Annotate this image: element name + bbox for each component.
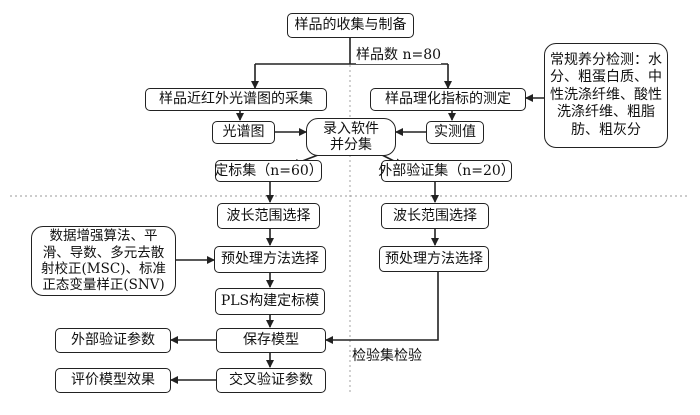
node-preprocess-right: 预处理方法选择 (379, 246, 489, 272)
node-spectra: 光谱图 (212, 121, 275, 144)
arrow-test-to-save (325, 272, 439, 344)
node-eval-model: 评价模型效果 (55, 368, 171, 393)
node-nir-acquisition: 样品近红外光谱图的采集 (145, 88, 327, 111)
node-calibration-set: 定标集（n=60） (214, 160, 323, 182)
node-augmentation: 数据增强算法、平滑、导数、多元去散射校正(MSC)、标准正态变量样正(SNV) (31, 226, 176, 296)
label-test-set-check: 检验集检验 (352, 345, 422, 365)
node-wavelength-right: 波长范围选择 (381, 203, 489, 229)
node-preprocess-left: 预处理方法选择 (214, 246, 326, 273)
node-save-model: 保存模型 (216, 328, 326, 353)
node-validation-set: 外部验证集（n=20） (378, 160, 515, 182)
node-import-software: 录入软件并分集 (306, 118, 396, 156)
node-property-measure: 样品理化指标的测定 (370, 88, 526, 111)
node-sample-collection: 样品的收集与制备 (287, 13, 414, 38)
node-wavelength-left: 波长范围选择 (217, 203, 320, 229)
node-routine-nutrients: 常规养分检测：水分、粗蛋白质、中性洗涤纤维、酸性洗涤纤维、粗脂肪、粗灰分 (544, 43, 668, 148)
label-sample-count: 样品数 n=80 (356, 44, 442, 64)
node-cross-params: 交叉验证参数 (216, 368, 326, 393)
node-ext-params: 外部验证参数 (55, 328, 171, 353)
node-pls-model: PLS构建定标模 (215, 288, 325, 315)
node-measured-value: 实测值 (426, 121, 484, 144)
